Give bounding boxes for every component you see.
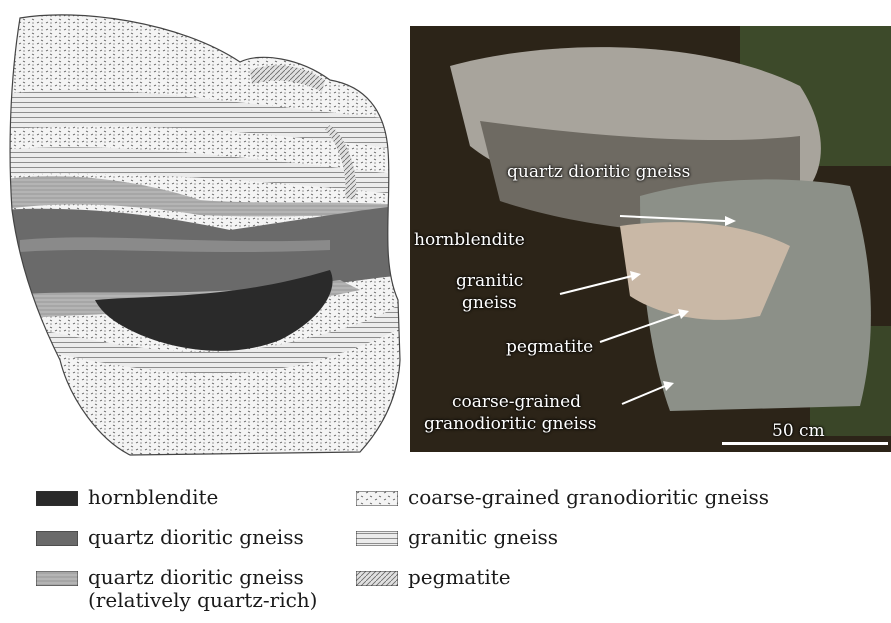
legend-label-quartz-rich-line1: quartz dioritic gneiss: [88, 565, 304, 589]
photo-label-quartz-dioritic-gneiss: quartz dioritic gneiss: [507, 163, 690, 182]
legend-label-granitic-gneiss: granitic gneiss: [408, 526, 558, 549]
scale-bar-label: 50 cm: [772, 422, 825, 441]
legend-swatch-quartz-dioritic-gneiss: [36, 531, 78, 546]
legend-label-quartz-dioritic-gneiss: quartz dioritic gneiss: [88, 526, 304, 549]
legend-item-pegmatite: pegmatite: [356, 566, 511, 589]
outcrop-photo: quartz dioritic gneiss hornblendite gran…: [410, 26, 891, 452]
photo-label-hornblendite: hornblendite: [414, 231, 525, 250]
legend-swatch-quartz-rich: [36, 571, 78, 586]
geological-sketch: [0, 0, 405, 460]
legend-label-pegmatite: pegmatite: [408, 566, 511, 589]
scale-bar: [722, 442, 888, 445]
legend-swatch-hornblendite: [36, 491, 78, 506]
legend-item-coarse-grained: coarse-grained granodioritic gneiss: [356, 486, 769, 509]
photo-label-granitic-line2: gneiss: [462, 294, 517, 313]
legend-item-quartz-rich: quartz dioritic gneiss(relatively quartz…: [36, 566, 317, 612]
legend-swatch-granitic-gneiss: [356, 531, 398, 546]
legend-swatch-coarse-grained: [356, 491, 398, 506]
photo-label-granitic-line1: granitic: [456, 272, 523, 291]
photo-label-coarse-line2: granodioritic gneiss: [424, 415, 596, 434]
photo-label-pegmatite: pegmatite: [506, 338, 593, 357]
legend-item-granitic-gneiss: granitic gneiss: [356, 526, 558, 549]
legend-label-hornblendite: hornblendite: [88, 486, 218, 509]
legend-swatch-pegmatite: [356, 571, 398, 586]
legend-label-quartz-rich-line2: (relatively quartz-rich): [88, 588, 317, 612]
legend-item-quartz-dioritic-gneiss: quartz dioritic gneiss: [36, 526, 304, 549]
legend-item-hornblendite: hornblendite: [36, 486, 218, 509]
legend: hornblendite quartz dioritic gneiss quar…: [0, 470, 891, 620]
legend-label-coarse-grained: coarse-grained granodioritic gneiss: [408, 486, 769, 509]
photo-label-coarse-line1: coarse-grained: [452, 393, 581, 412]
legend-label-quartz-rich: quartz dioritic gneiss(relatively quartz…: [88, 566, 317, 612]
